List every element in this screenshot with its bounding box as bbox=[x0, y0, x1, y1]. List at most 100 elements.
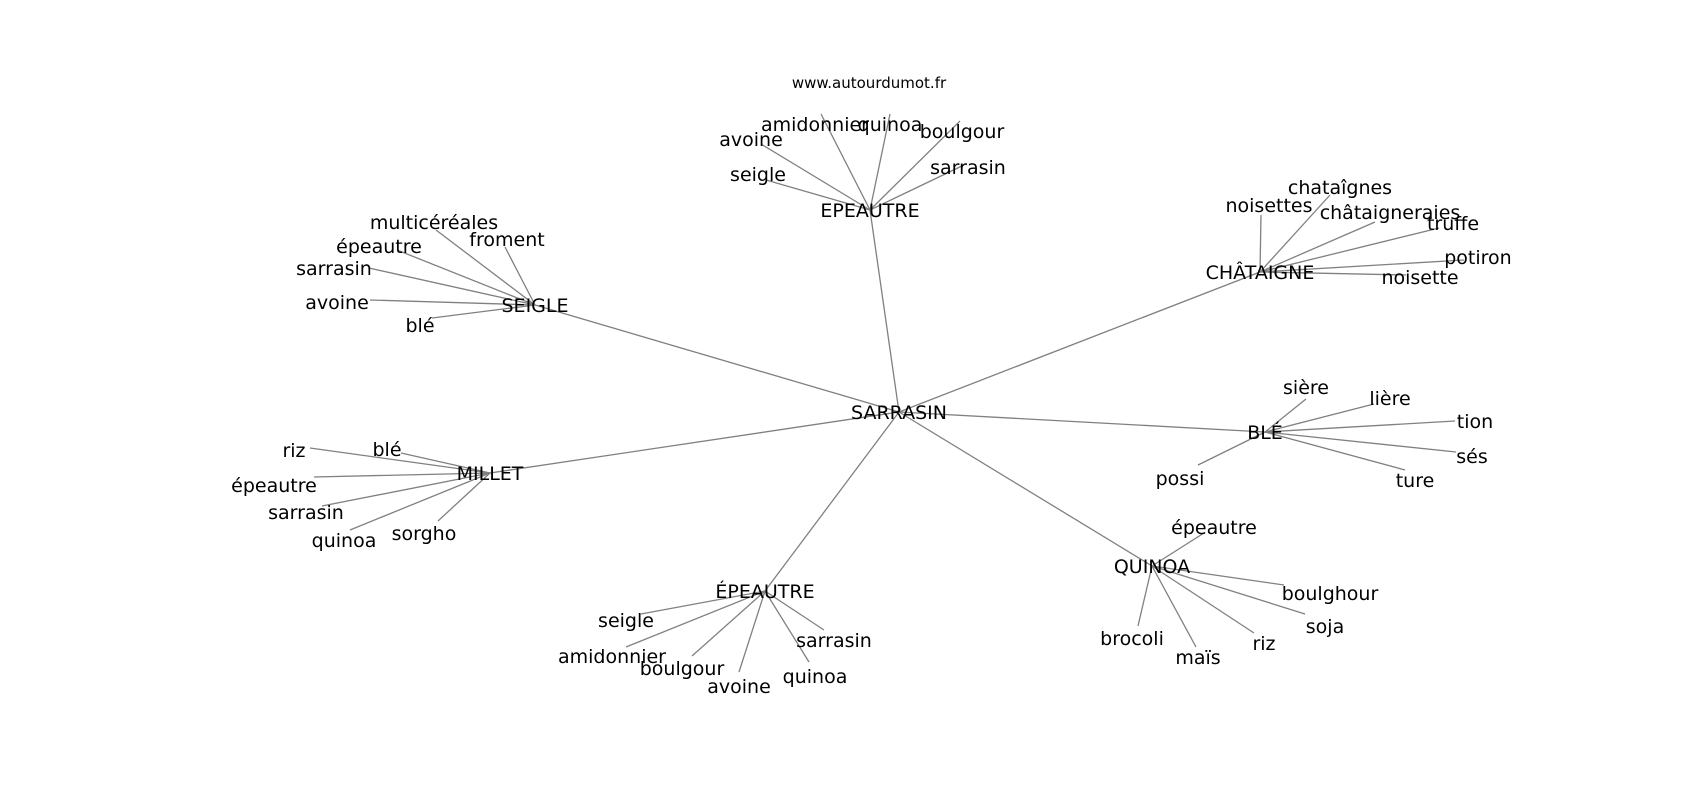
word-edge bbox=[1264, 403, 1375, 433]
word-edge bbox=[1137, 565, 1153, 627]
word-edge bbox=[437, 472, 491, 522]
hub-node[interactable]: EPEAUTRE bbox=[820, 200, 919, 222]
word-node[interactable]: quinoa bbox=[312, 530, 377, 552]
word-node[interactable]: boulgour bbox=[640, 658, 725, 680]
hub-node[interactable]: BLÉ bbox=[1247, 421, 1283, 444]
word-node[interactable]: sorgho bbox=[392, 523, 457, 545]
word-edge bbox=[313, 472, 491, 478]
word-edge bbox=[764, 590, 810, 663]
word-edge bbox=[1151, 565, 1255, 634]
root-edge bbox=[489, 411, 900, 474]
hub-node[interactable]: SEIGLE bbox=[502, 295, 569, 317]
word-node[interactable]: seigle bbox=[730, 164, 786, 186]
word-node[interactable]: avoine bbox=[707, 676, 771, 698]
word-node[interactable]: sière bbox=[1283, 377, 1329, 399]
word-node[interactable]: boulgour bbox=[920, 121, 1005, 143]
word-edge bbox=[1259, 271, 1407, 276]
word-edge bbox=[435, 229, 536, 306]
word-node[interactable]: noisette bbox=[1381, 267, 1458, 289]
word-node[interactable]: lière bbox=[1369, 388, 1410, 410]
word-node[interactable]: sarrasin bbox=[930, 157, 1006, 179]
root-edge bbox=[898, 271, 1261, 413]
word-edge bbox=[869, 120, 961, 211]
word-edge bbox=[1264, 420, 1456, 433]
word-node[interactable]: soja bbox=[1306, 616, 1344, 638]
word-node[interactable]: châtaigneraies bbox=[1320, 202, 1461, 224]
root-edge bbox=[898, 411, 1153, 567]
word-edge bbox=[400, 452, 491, 474]
word-node[interactable]: épeautre bbox=[231, 475, 317, 497]
word-edge bbox=[309, 447, 491, 474]
word-edge bbox=[1259, 214, 1262, 273]
word-node[interactable]: quinoa bbox=[858, 114, 923, 136]
word-node[interactable]: truffe bbox=[1427, 213, 1479, 235]
word-node[interactable]: sarrasin bbox=[796, 630, 872, 652]
word-node[interactable]: avoine bbox=[305, 292, 369, 314]
word-edge bbox=[431, 304, 536, 319]
word-edge bbox=[396, 249, 536, 306]
word-node[interactable]: sarrasin bbox=[268, 502, 344, 524]
word-node[interactable]: multicéréales bbox=[370, 212, 498, 234]
word-node[interactable]: boulghour bbox=[1282, 583, 1379, 605]
word-edge bbox=[1151, 565, 1306, 615]
word-edge bbox=[869, 113, 891, 211]
word-node[interactable]: riz bbox=[282, 440, 305, 462]
word-edge bbox=[1259, 221, 1376, 273]
word-edge bbox=[1264, 431, 1406, 471]
word-edge bbox=[1264, 431, 1457, 453]
hub-node[interactable]: ÉPEAUTRE bbox=[715, 580, 814, 603]
word-node[interactable]: ture bbox=[1396, 470, 1435, 492]
hub-node[interactable]: MILLET bbox=[457, 463, 524, 485]
word-edge bbox=[368, 267, 536, 306]
word-edge bbox=[349, 472, 491, 531]
word-node[interactable]: noisettes bbox=[1225, 195, 1312, 217]
word-edge bbox=[504, 246, 536, 306]
word-edge bbox=[869, 164, 965, 211]
word-edge bbox=[1259, 259, 1465, 273]
word-edge bbox=[369, 299, 536, 306]
word-edge bbox=[764, 590, 825, 631]
hub-node[interactable]: QUINOA bbox=[1114, 556, 1190, 578]
word-node[interactable]: riz bbox=[1252, 633, 1275, 655]
root-edge bbox=[898, 411, 1266, 433]
word-node[interactable]: possi bbox=[1156, 468, 1205, 490]
word-node[interactable]: potiron bbox=[1444, 247, 1511, 269]
word-node[interactable]: tion bbox=[1457, 411, 1493, 433]
word-edge bbox=[1259, 194, 1331, 273]
word-edge bbox=[640, 590, 766, 615]
word-edge bbox=[1151, 532, 1205, 567]
word-node[interactable]: quinoa bbox=[783, 666, 848, 688]
word-node[interactable]: épeautre bbox=[1171, 517, 1257, 539]
word-node[interactable]: chataîgnes bbox=[1288, 177, 1392, 199]
word-node[interactable]: amidonnier bbox=[761, 114, 869, 136]
word-node[interactable]: amidonnier bbox=[558, 646, 666, 668]
word-edge bbox=[1151, 565, 1285, 586]
word-node[interactable]: froment bbox=[469, 229, 544, 251]
word-node[interactable]: maïs bbox=[1175, 647, 1220, 669]
word-edge bbox=[1259, 227, 1440, 273]
word-node[interactable]: sés bbox=[1456, 446, 1488, 468]
word-node[interactable]: blé bbox=[372, 439, 401, 461]
word-node[interactable]: sarrasin bbox=[296, 258, 372, 280]
word-edge bbox=[760, 143, 871, 211]
root-node[interactable]: SARRASIN bbox=[851, 402, 947, 424]
word-node[interactable]: blé bbox=[405, 315, 434, 337]
word-node[interactable]: brocoli bbox=[1100, 628, 1164, 650]
watermark: www.autourdumot.fr bbox=[792, 74, 947, 92]
graph-labels: www.autourdumot.fr avoineamidonnierquino… bbox=[231, 74, 1512, 698]
hub-node[interactable]: CHÂTAIGNE bbox=[1206, 261, 1315, 284]
word-edge bbox=[765, 179, 871, 211]
root-edge bbox=[534, 304, 900, 413]
word-edge bbox=[1197, 431, 1266, 466]
word-edge bbox=[691, 590, 766, 657]
word-edge bbox=[1264, 398, 1307, 433]
word-node[interactable]: seigle bbox=[598, 610, 654, 632]
word-edge bbox=[625, 590, 766, 648]
word-edge bbox=[321, 472, 491, 507]
word-node[interactable]: épeautre bbox=[336, 236, 422, 258]
word-node[interactable]: avoine bbox=[719, 129, 783, 151]
root-edge bbox=[869, 209, 900, 413]
word-edge bbox=[820, 113, 871, 211]
graph-edges bbox=[309, 113, 1465, 673]
